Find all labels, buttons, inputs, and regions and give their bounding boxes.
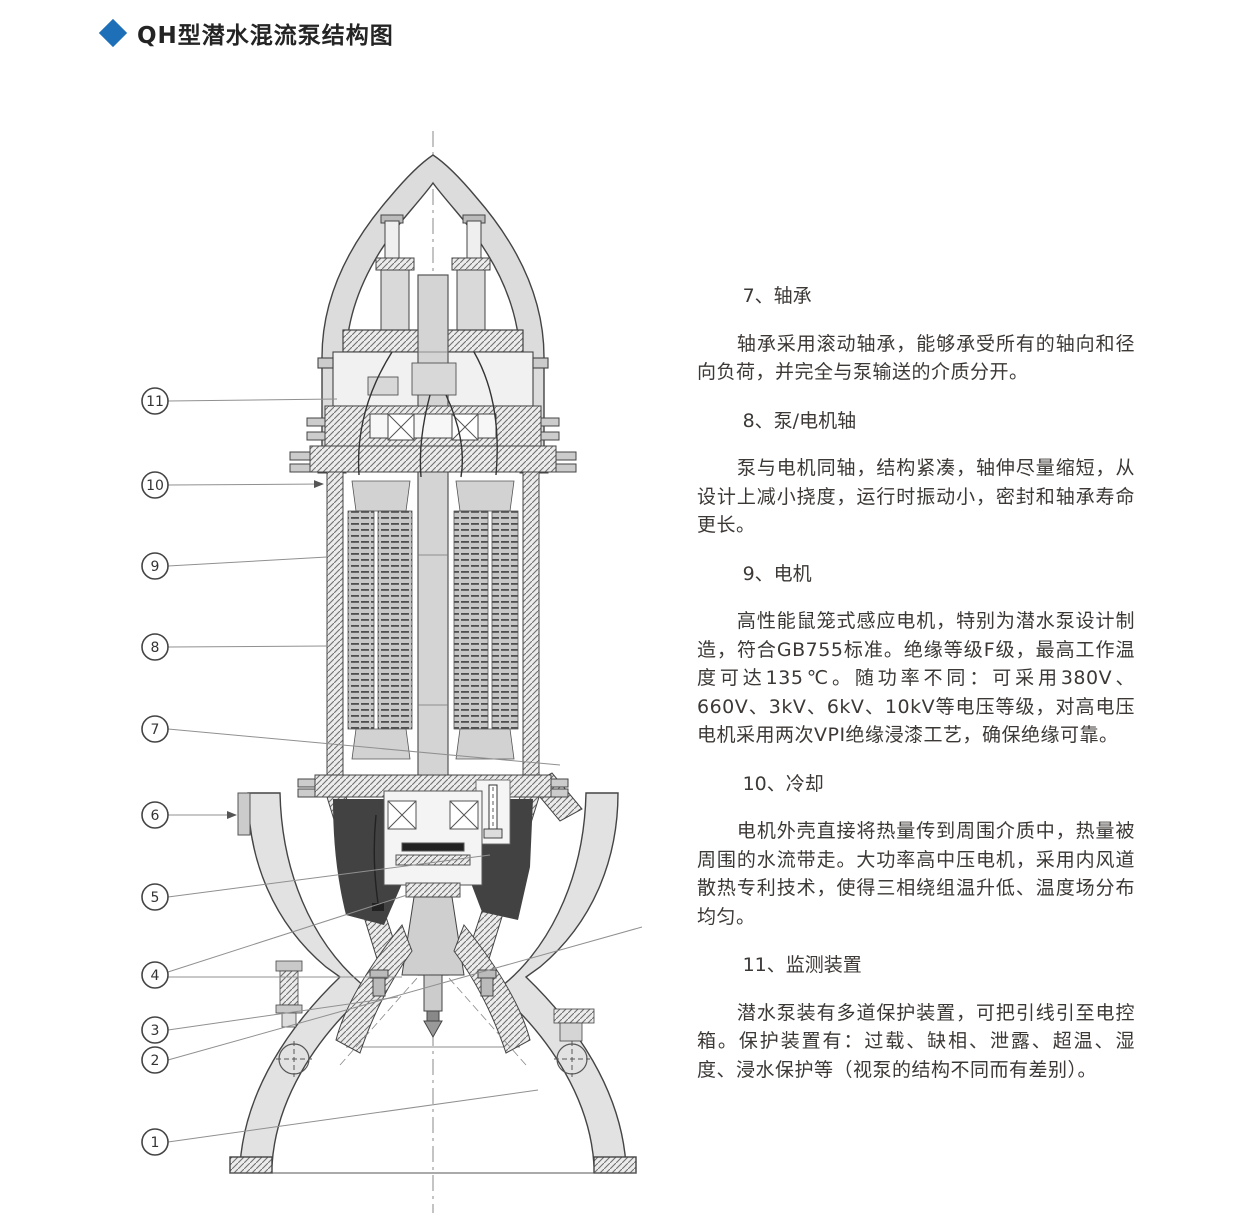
callout-4: 4 [141, 961, 169, 989]
leader-line-4a [167, 894, 408, 973]
callout-2: 2 [141, 1046, 169, 1074]
pump-cross-section-svg: 11 10 9 8 7 6 5 4 [141, 131, 643, 1213]
callouts: 11 10 9 8 7 6 5 4 [141, 387, 169, 1156]
cable-glands [375, 214, 491, 331]
callout-10: 10 [141, 471, 169, 499]
section-heading-9: 9、电机 [742, 562, 812, 585]
description-column: 7、轴承 轴承采用滚动轴承，能够承受所有的轴向和径向负荷，并完全与泵输送的介质分… [697, 282, 1135, 1084]
motor-casing [289, 445, 577, 798]
callout-3: 3 [141, 1016, 169, 1044]
section-heading-10: 10、冷却 [742, 772, 824, 795]
leader-line-3 [167, 996, 399, 1031]
lower-bearing-seal [383, 790, 483, 898]
crosshair-mark-right [554, 1041, 590, 1077]
svg-text:2: 2 [151, 1053, 160, 1069]
callout-5: 5 [141, 883, 169, 911]
leader-line-9 [167, 556, 328, 567]
leader-line-1 [167, 1089, 539, 1143]
leader-line-7 [167, 728, 561, 766]
callout-7: 7 [141, 715, 169, 743]
callout-8: 8 [141, 633, 169, 661]
callout-1: 1 [141, 1128, 169, 1156]
suction-bell [229, 792, 637, 1174]
bell-flange-blocks-right [553, 1008, 595, 1042]
section-heading-8: 8、泵/电机轴 [742, 409, 857, 432]
section-body-9: 高性能鼠笼式感应电机，特别为潜水泵设计制造，符合GB755标准。绝缘等级F级，最… [697, 610, 1135, 746]
section-body-11: 潜水泵装有多道保护装置，可把引线引至电控箱。保护装置有：过载、缺相、泄露、超温、… [697, 1001, 1135, 1081]
section-body-8: 泵与电机同轴，结构紧凑，轴伸尽量缩短，从设计上减小挠度，运行时振动小，密封和轴承… [697, 457, 1135, 536]
svg-text:3: 3 [151, 1023, 160, 1039]
leader-line-2 [167, 926, 643, 1061]
leader-line-11 [167, 398, 338, 402]
svg-text:9: 9 [151, 559, 160, 575]
callout-11: 11 [141, 387, 169, 415]
callout-9: 9 [141, 552, 169, 580]
svg-text:8: 8 [151, 640, 160, 656]
svg-text:1: 1 [151, 1135, 160, 1151]
pump-structure-diagram: 11 10 9 8 7 6 5 4 [130, 125, 690, 1218]
section-body-10: 电机外壳直接将热量传到周围介质中，热量被周围的水流带走。大功率高中压电机，采用内… [697, 820, 1135, 928]
svg-text:10: 10 [146, 478, 164, 494]
svg-text:11: 11 [146, 394, 164, 410]
section-body-7: 轴承采用滚动轴承，能够承受所有的轴向和径向负荷，并完全与泵输送的介质分开。 [697, 332, 1135, 384]
upper-bearing [306, 405, 560, 447]
callout-6: 6 [141, 801, 169, 829]
page-title: QH型潜水混流泵结构图 [137, 23, 394, 49]
callout-leaders [167, 398, 643, 1143]
leader-line-5 [167, 854, 491, 898]
svg-text:7: 7 [151, 722, 160, 738]
svg-text:4: 4 [151, 968, 160, 984]
svg-text:6: 6 [151, 808, 160, 824]
leader-line-10 [167, 480, 324, 489]
diamond-bullet-icon [98, 18, 128, 48]
impeller [335, 896, 531, 1066]
inlet-tab [237, 792, 251, 836]
section-heading-11: 11、监测装置 [742, 954, 862, 976]
page-header: QH型潜水混流泵结构图 [98, 16, 394, 50]
leader-line-8 [167, 645, 328, 648]
cables [357, 351, 498, 911]
bell-flange-bolts-left [275, 960, 303, 1028]
section-heading-7: 7、轴承 [742, 285, 812, 307]
motor-stator-windings [347, 480, 519, 760]
svg-text:5: 5 [151, 890, 160, 906]
crosshair-mark-left [276, 1041, 312, 1077]
